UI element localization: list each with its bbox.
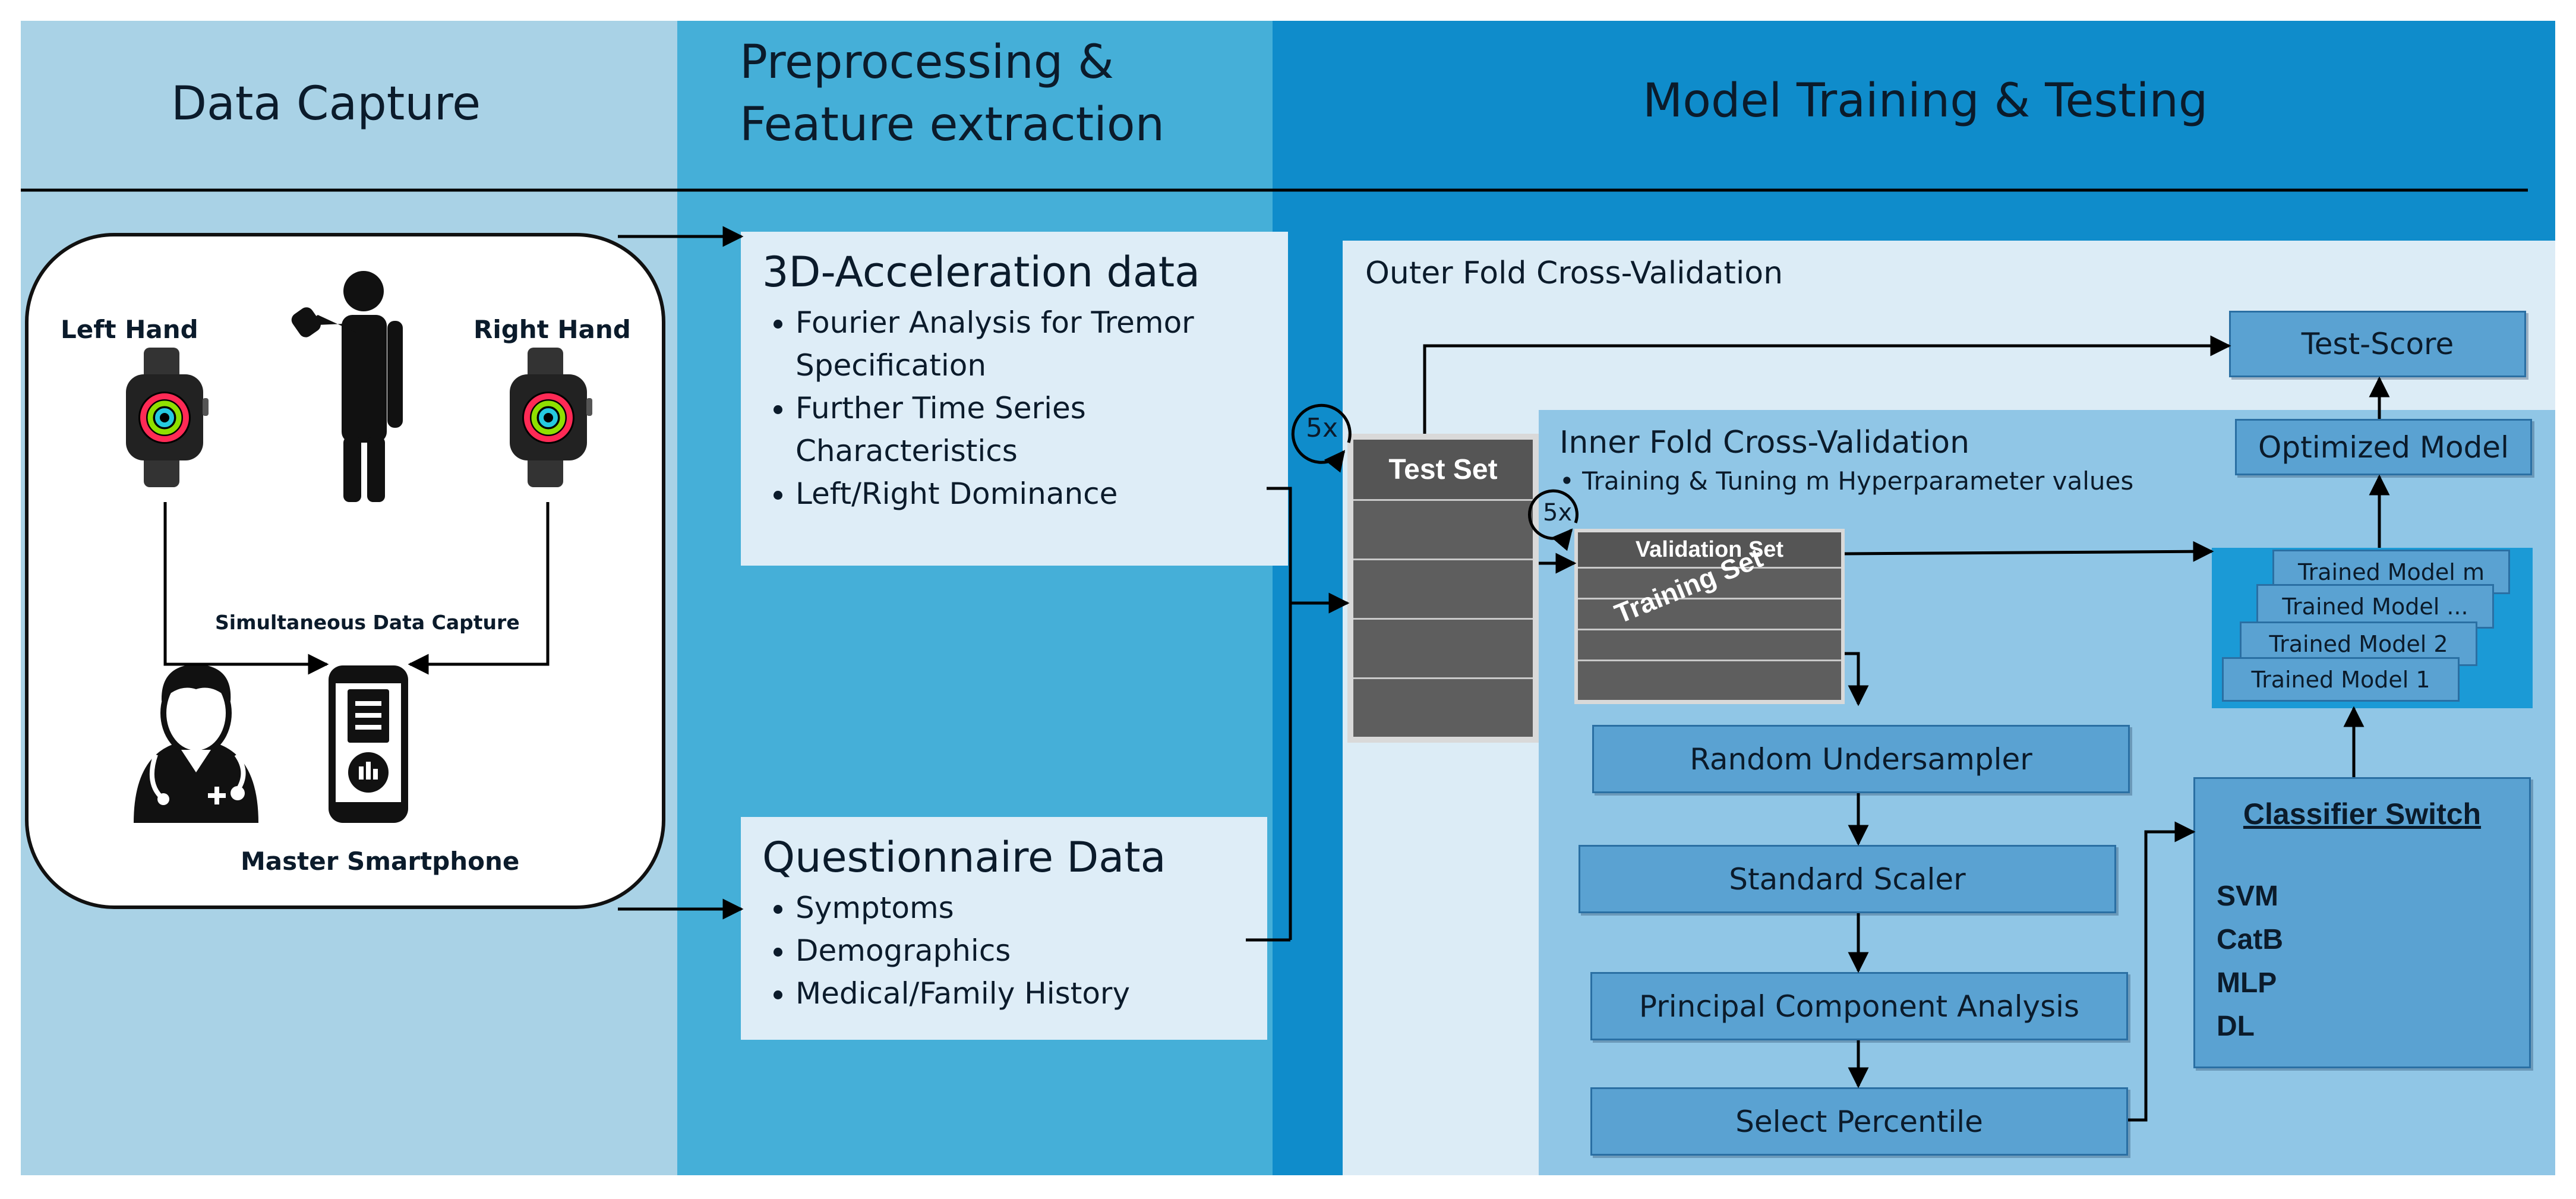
pca-box: Principal Component Analysis xyxy=(1590,972,2128,1040)
simultaneous-capture-label: Simultaneous Data Capture xyxy=(215,611,520,634)
test-set-row xyxy=(1353,499,1533,559)
acceleration-item: Left/Right Dominance xyxy=(795,472,1288,515)
questionnaire-title: Questionnaire Data xyxy=(762,833,1166,882)
training-row xyxy=(1578,598,1841,629)
classifier-switch-box: Classifier Switch SVM CatB MLP DL xyxy=(2193,777,2531,1068)
questionnaire-item: Demographics xyxy=(795,929,1267,972)
preprocessing-title-line1: Preprocessing & xyxy=(740,36,1114,89)
person-icon xyxy=(291,271,403,502)
validation-set-label: Validation Set xyxy=(1635,537,1784,562)
right-hand-label: Right Hand xyxy=(473,315,631,344)
inner-repeat-marker: 5x xyxy=(1543,499,1573,526)
inner-fold-subtitle: • Training & Tuning m Hyperparameter val… xyxy=(1560,466,2134,496)
pipeline-label: Select Percentile xyxy=(1735,1104,1983,1139)
left-hand-label: Left Hand xyxy=(61,315,198,344)
test-set-row xyxy=(1353,559,1533,618)
questionnaire-item: Symptoms xyxy=(795,886,1267,929)
standard-scaler-box: Standard Scaler xyxy=(1579,845,2116,913)
outer-loop-icon xyxy=(1291,403,1352,473)
acceleration-feature-box: 3D-Acceleration data Fourier Analysis fo… xyxy=(741,232,1288,566)
data-capture-title: Data Capture xyxy=(171,77,481,131)
classifier-item: SVM xyxy=(2217,881,2279,912)
training-title: Model Training & Testing xyxy=(1643,74,2208,128)
line-acceleration-merge xyxy=(1267,487,1292,940)
acceleration-item: Fourier Analysis for Tremor Specificatio… xyxy=(795,301,1288,387)
inner-fold-title: Inner Fold Cross-Validation xyxy=(1560,425,1970,460)
acceleration-list: Fourier Analysis for Tremor Specificatio… xyxy=(762,301,1288,515)
optimized-model-label: Optimized Model xyxy=(2258,430,2509,465)
doctor-icon xyxy=(134,664,258,823)
questionnaire-feature-box: Questionnaire Data Symptoms Demographics… xyxy=(741,817,1267,1040)
classifier-item: CatB xyxy=(2217,924,2284,955)
training-row xyxy=(1578,567,1841,598)
smartphone-icon xyxy=(329,665,408,823)
questionnaire-item: Medical/Family History xyxy=(795,972,1267,1015)
acceleration-title: 3D-Acceleration data xyxy=(762,248,1201,296)
arrow-left-watch-to-phone xyxy=(163,502,329,675)
acceleration-item: Further Time Series Characteristics xyxy=(795,387,1288,472)
arrow-right-watch-to-phone xyxy=(408,502,550,675)
arrow-test-set-to-score xyxy=(1423,335,2231,434)
classifier-item: DL xyxy=(2217,1011,2255,1042)
outer-repeat-marker: 5x xyxy=(1306,413,1338,443)
outer-fold-title: Outer Fold Cross-Validation xyxy=(1365,255,1783,291)
select-percentile-box: Select Percentile xyxy=(1590,1087,2128,1156)
master-smartphone-label: Master Smartphone xyxy=(241,847,520,876)
training-row xyxy=(1578,629,1841,660)
validation-set-stack: Validation Set Training Set xyxy=(1574,529,1845,704)
pipeline-label: Standard Scaler xyxy=(1729,862,1966,897)
preprocessing-title-line2: Feature extraction xyxy=(740,98,1165,152)
test-set-label: Test Set xyxy=(1388,453,1498,485)
trained-model-box: Trained Model 1 xyxy=(2222,657,2460,702)
test-score-label: Test-Score xyxy=(2301,327,2454,361)
arrow-training-to-pipeline xyxy=(1845,652,1869,706)
classifier-switch-title: Classifier Switch xyxy=(2243,797,2482,831)
optimized-model-box: Optimized Model xyxy=(2235,419,2532,475)
test-set-row xyxy=(1353,618,1533,677)
training-row xyxy=(1578,660,1841,700)
classifier-item: MLP xyxy=(2217,967,2277,999)
inner-loop-icon xyxy=(1527,489,1579,551)
smartwatch-right-icon xyxy=(510,348,592,487)
validation-set-header: Validation Set xyxy=(1578,532,1841,567)
pipeline-label: Principal Component Analysis xyxy=(1639,989,2080,1024)
test-score-box: Test-Score xyxy=(2229,311,2526,377)
arrow-validation-to-trained xyxy=(1844,541,2214,562)
questionnaire-list: Symptoms Demographics Medical/Family His… xyxy=(762,886,1267,1015)
test-set-header: Test Set xyxy=(1353,440,1533,499)
arrow-percentile-to-classifier xyxy=(2128,821,2196,1122)
smartwatch-left-icon xyxy=(126,348,209,487)
pipeline-label: Random Undersampler xyxy=(1690,742,2032,777)
random-undersampler-box: Random Undersampler xyxy=(1592,725,2130,793)
test-set-stack: Test Set xyxy=(1347,434,1539,743)
test-set-row xyxy=(1353,677,1533,737)
